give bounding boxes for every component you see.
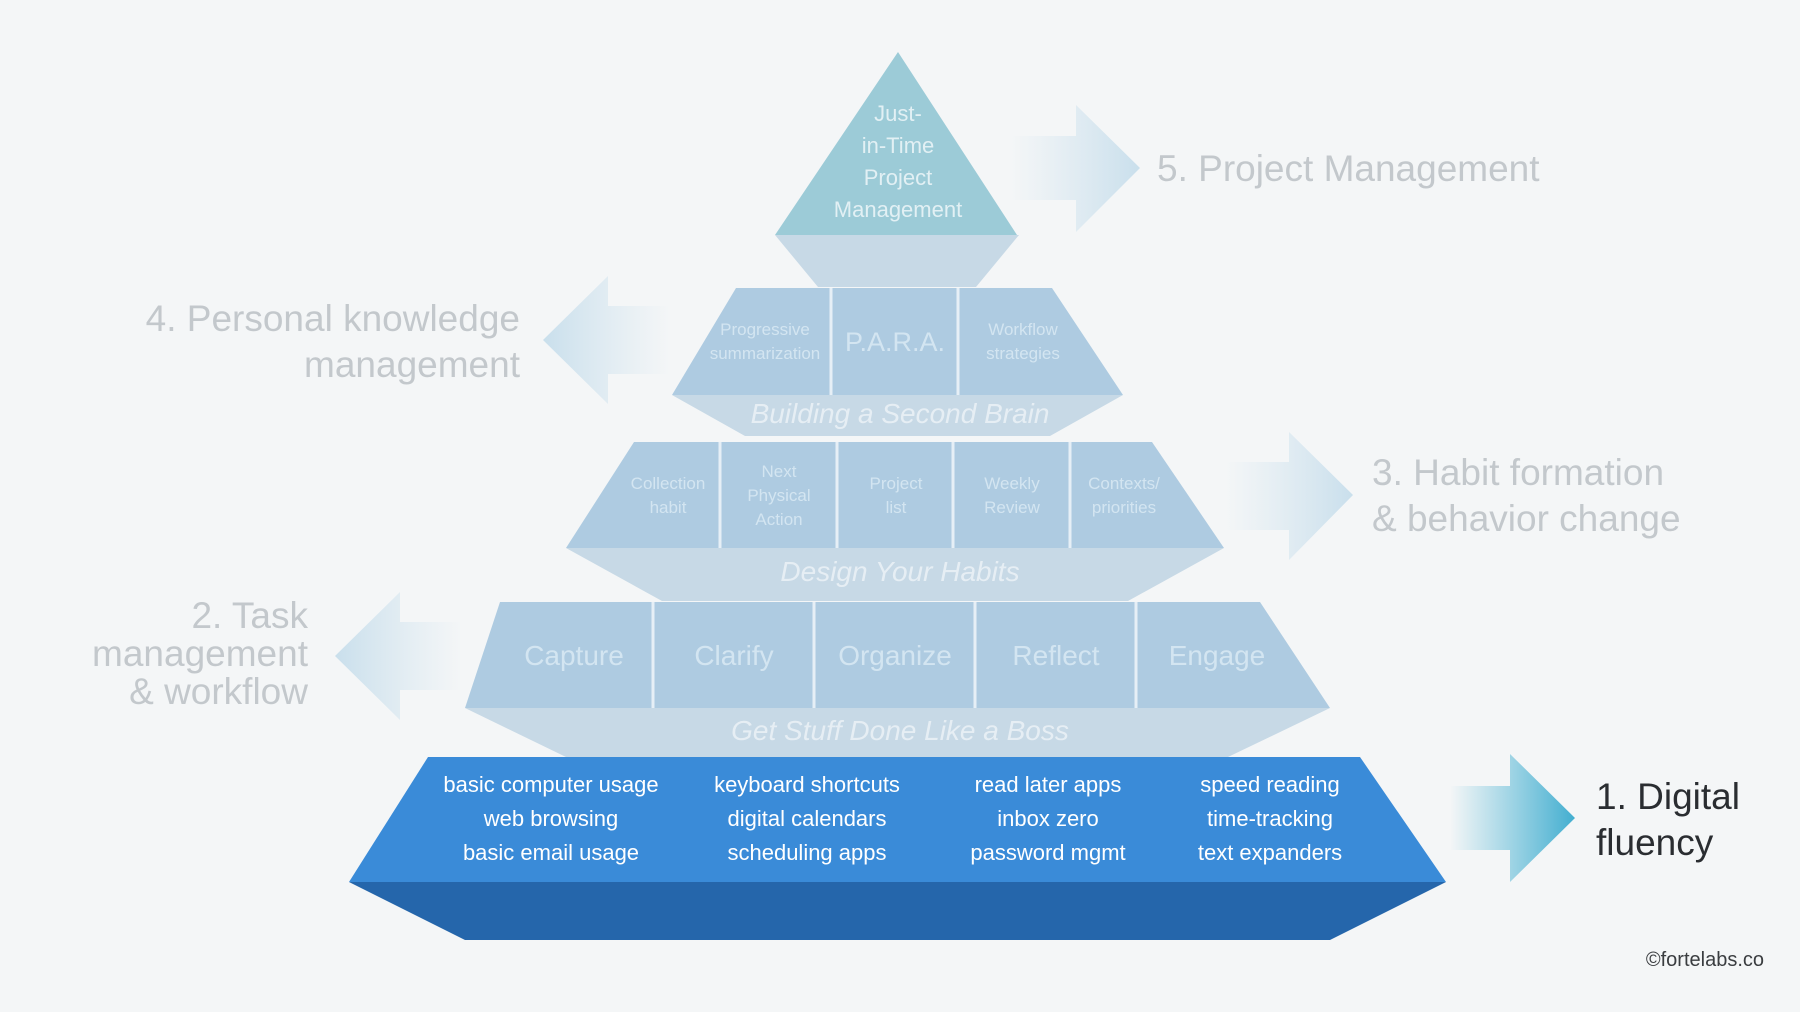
- arrow-right-icon: [1225, 432, 1353, 560]
- cell-line: Contexts/: [1088, 474, 1160, 493]
- label-line: 1. Digital: [1596, 776, 1740, 817]
- level5-face: [775, 52, 1017, 235]
- cell-line: Action: [755, 510, 803, 529]
- label-level3: 3. Habit formation & behavior change: [1372, 450, 1772, 542]
- level1-face: [349, 757, 1446, 882]
- label-level5: 5. Project Management: [1157, 148, 1540, 189]
- cell-line: strategies: [986, 344, 1060, 363]
- label-line: management: [304, 344, 520, 385]
- level2-band: [465, 708, 1330, 757]
- cell-line: Next: [761, 462, 797, 481]
- level2-band-label: Get Stuff Done Like a Boss: [731, 715, 1069, 746]
- cell-line: priorities: [1091, 498, 1157, 517]
- level3-cell-next-action: Next Physical Action: [722, 452, 836, 540]
- level2-cell-engage: Engage: [1168, 640, 1266, 671]
- cell-line: Progressive: [720, 320, 810, 339]
- level2-cell-clarify: Clarify: [694, 640, 774, 671]
- level4-band: [672, 395, 1123, 436]
- level4-face: [672, 288, 1123, 395]
- level2-cell-reflect: Reflect: [1012, 640, 1100, 671]
- skill-item: keyboard shortcuts: [714, 772, 900, 797]
- cell-line: Weekly: [984, 474, 1040, 493]
- cell-line: Workflow: [988, 320, 1058, 339]
- label-line: management: [92, 633, 308, 674]
- level1-column: read later apps inbox zero password mgmt: [948, 768, 1148, 870]
- label-level2: 2. Task management & workflow: [60, 597, 308, 711]
- skill-item: inbox zero: [997, 806, 1099, 831]
- arrow-right-icon: [1450, 754, 1575, 882]
- level3-cell-contexts: Contexts/ priorities: [1072, 452, 1176, 540]
- level5-line: in-Time: [861, 133, 935, 158]
- level3-cell-weekly-review: Weekly Review: [955, 452, 1069, 540]
- level1-column: speed reading time-tracking text expande…: [1170, 768, 1370, 870]
- label-line: 4. Personal knowledge: [145, 298, 520, 339]
- level1-column: keyboard shortcuts digital calendars sch…: [687, 768, 927, 870]
- skill-item: password mgmt: [970, 840, 1126, 865]
- skill-item: digital calendars: [727, 806, 887, 831]
- level5-line: Management: [833, 197, 963, 222]
- level5-line: Project: [863, 165, 933, 190]
- level4-band-label: Building a Second Brain: [750, 398, 1050, 429]
- level4-cell-progressive: Progressive summarization: [700, 300, 830, 384]
- level3-band-label: Design Your Habits: [780, 556, 1020, 587]
- skill-item: text expanders: [1197, 840, 1343, 865]
- level3-band: [566, 548, 1224, 601]
- label-line: fluency: [1596, 822, 1714, 863]
- level2-face: [465, 602, 1330, 708]
- skill-item: time-tracking: [1207, 806, 1333, 831]
- skill-item: scheduling apps: [727, 840, 887, 865]
- label-level1: 1. Digital fluency: [1596, 774, 1796, 866]
- level1-band: [349, 882, 1446, 940]
- label-line: & behavior change: [1372, 498, 1681, 539]
- cell-line: Project: [869, 474, 923, 493]
- cell-line: summarization: [709, 344, 821, 363]
- skill-item: web browsing: [483, 806, 619, 831]
- cell-line: Physical: [747, 486, 811, 505]
- cell-line: list: [885, 498, 907, 517]
- level2-cell-organize: Organize: [838, 640, 952, 671]
- level1-column: basic computer usage web browsing basic …: [431, 768, 671, 870]
- level3-cell-project-list: Project list: [839, 452, 953, 540]
- skill-item: basic email usage: [462, 840, 640, 865]
- copyright: ©fortelabs.co: [1645, 949, 1764, 971]
- skill-item: basic computer usage: [443, 772, 659, 797]
- cell-line: P.A.R.A.: [844, 326, 946, 357]
- cell-line: habit: [649, 498, 687, 517]
- level5-line: Just-: [874, 101, 922, 126]
- cell-line: Review: [984, 498, 1040, 517]
- cell-line: Collection: [630, 474, 706, 493]
- label-level4: 4. Personal knowledge management: [110, 296, 520, 388]
- arrow-left-icon: [335, 592, 462, 720]
- level5-band: [775, 235, 1019, 287]
- label-line: 2. Task: [191, 595, 308, 636]
- label-line: & workflow: [129, 671, 308, 712]
- level4-cell-para: P.A.R.A.: [832, 300, 958, 384]
- level4-cell-workflow: Workflow strategies: [960, 300, 1086, 384]
- skill-item: speed reading: [1200, 772, 1340, 797]
- arrow-left-icon: [543, 276, 670, 404]
- arrow-right-icon: [1010, 105, 1140, 232]
- level2-cell-capture: Capture: [524, 640, 624, 671]
- label-line: 3. Habit formation: [1372, 452, 1665, 493]
- level3-cell-collection: Collection habit: [618, 452, 718, 540]
- level3-face: [566, 442, 1224, 548]
- level5-title: Just- in-Time Project Management: [808, 96, 988, 228]
- skill-item: read later apps: [974, 772, 1122, 797]
